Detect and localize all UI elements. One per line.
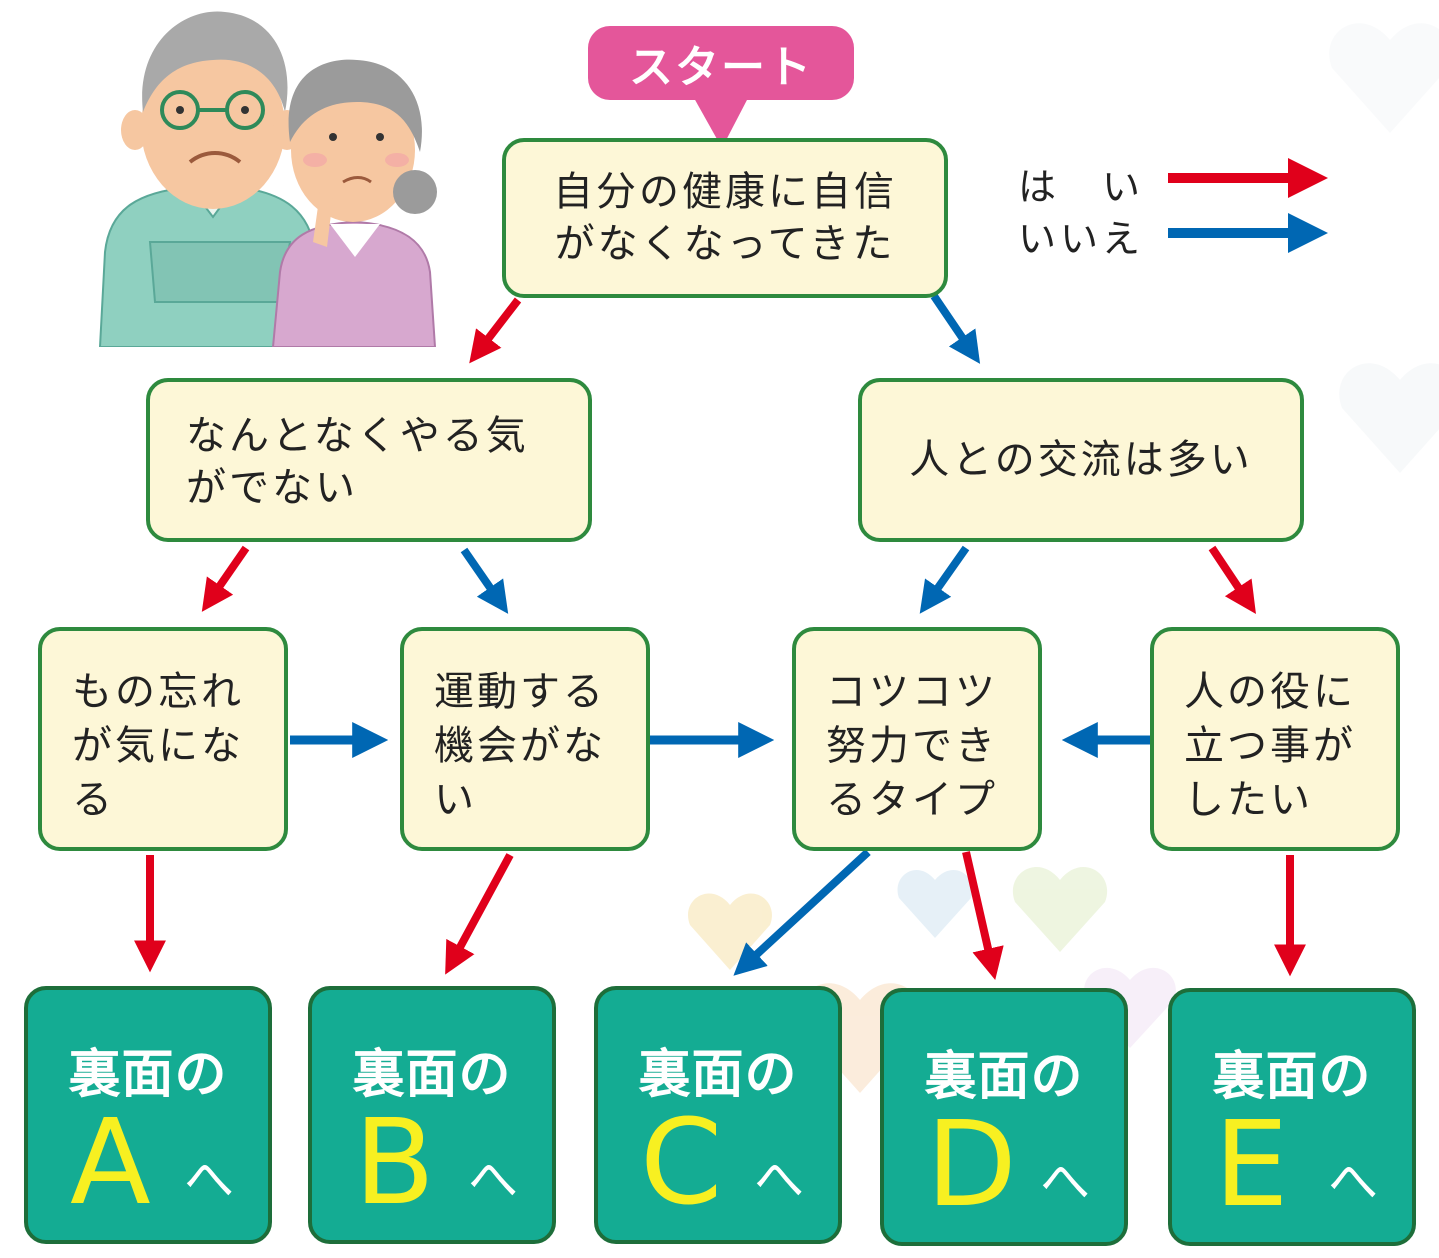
result-suffix: へ (1040, 1153, 1090, 1211)
start-label: スタート (588, 26, 854, 100)
result-e: 裏面の E へ (1168, 988, 1416, 1246)
question-steady-effort: コツコツ 努力でき るタイプ (792, 627, 1042, 851)
question-line: なんとなくやる気 (186, 413, 529, 459)
question-line: 運動する (434, 669, 606, 715)
question-line: 機会がな (434, 723, 606, 769)
result-letter: A (70, 1093, 151, 1231)
result-suffix: へ (468, 1151, 518, 1209)
question-line: 人との交流は多い (909, 437, 1253, 483)
question-health-confidence: 自分の健康に自信 がなくなってきた (502, 138, 948, 298)
result-suffix: へ (1328, 1153, 1378, 1211)
result-suffix: へ (184, 1151, 234, 1209)
legend-no-label: いいえ (1018, 217, 1145, 261)
question-line: 立つ事が (1184, 723, 1356, 769)
question-line: がなくなってきた (554, 221, 896, 267)
result-c: 裏面の C へ (594, 986, 842, 1244)
result-prefix: 裏面の (924, 1047, 1084, 1107)
start-pointer (694, 98, 748, 148)
question-exercise-opportunity: 運動する 機会がな い (400, 627, 650, 851)
result-a: 裏面の A へ (24, 986, 272, 1244)
question-no-motivation: なんとなくやる気 がでない (146, 378, 592, 542)
question-line: コツコツ (826, 669, 998, 715)
question-line: る (72, 777, 115, 823)
question-line: 人の役に (1184, 669, 1356, 715)
question-help-others: 人の役に 立つ事が したい (1150, 627, 1400, 851)
question-line: もの忘れ (72, 669, 244, 715)
question-line: 自分の健康に自信 (553, 169, 897, 215)
legend-yes-label: は い (1018, 165, 1145, 209)
question-social-interaction: 人との交流は多い (858, 378, 1304, 542)
result-letter: E (1214, 1095, 1289, 1233)
result-letter: C (640, 1093, 723, 1231)
result-prefix: 裏面の (1212, 1047, 1372, 1107)
question-line: がでない (186, 465, 358, 511)
result-prefix: 裏面の (68, 1045, 228, 1105)
question-line: したい (1184, 777, 1313, 823)
question-line: が気にな (72, 723, 244, 769)
question-line: 努力でき (826, 723, 998, 769)
result-d: 裏面の D へ (880, 988, 1128, 1246)
result-prefix: 裏面の (638, 1045, 798, 1105)
question-line: るタイプ (826, 777, 998, 823)
result-letter: D (926, 1095, 1017, 1233)
result-prefix: 裏面の (352, 1045, 512, 1105)
result-suffix: へ (754, 1151, 804, 1209)
elderly-couple-illustration (98, 11, 437, 347)
question-line: い (434, 777, 477, 823)
result-b: 裏面の B へ (308, 986, 556, 1244)
result-letter: B (354, 1093, 435, 1231)
question-forgetfulness: もの忘れ が気にな る (38, 627, 288, 851)
